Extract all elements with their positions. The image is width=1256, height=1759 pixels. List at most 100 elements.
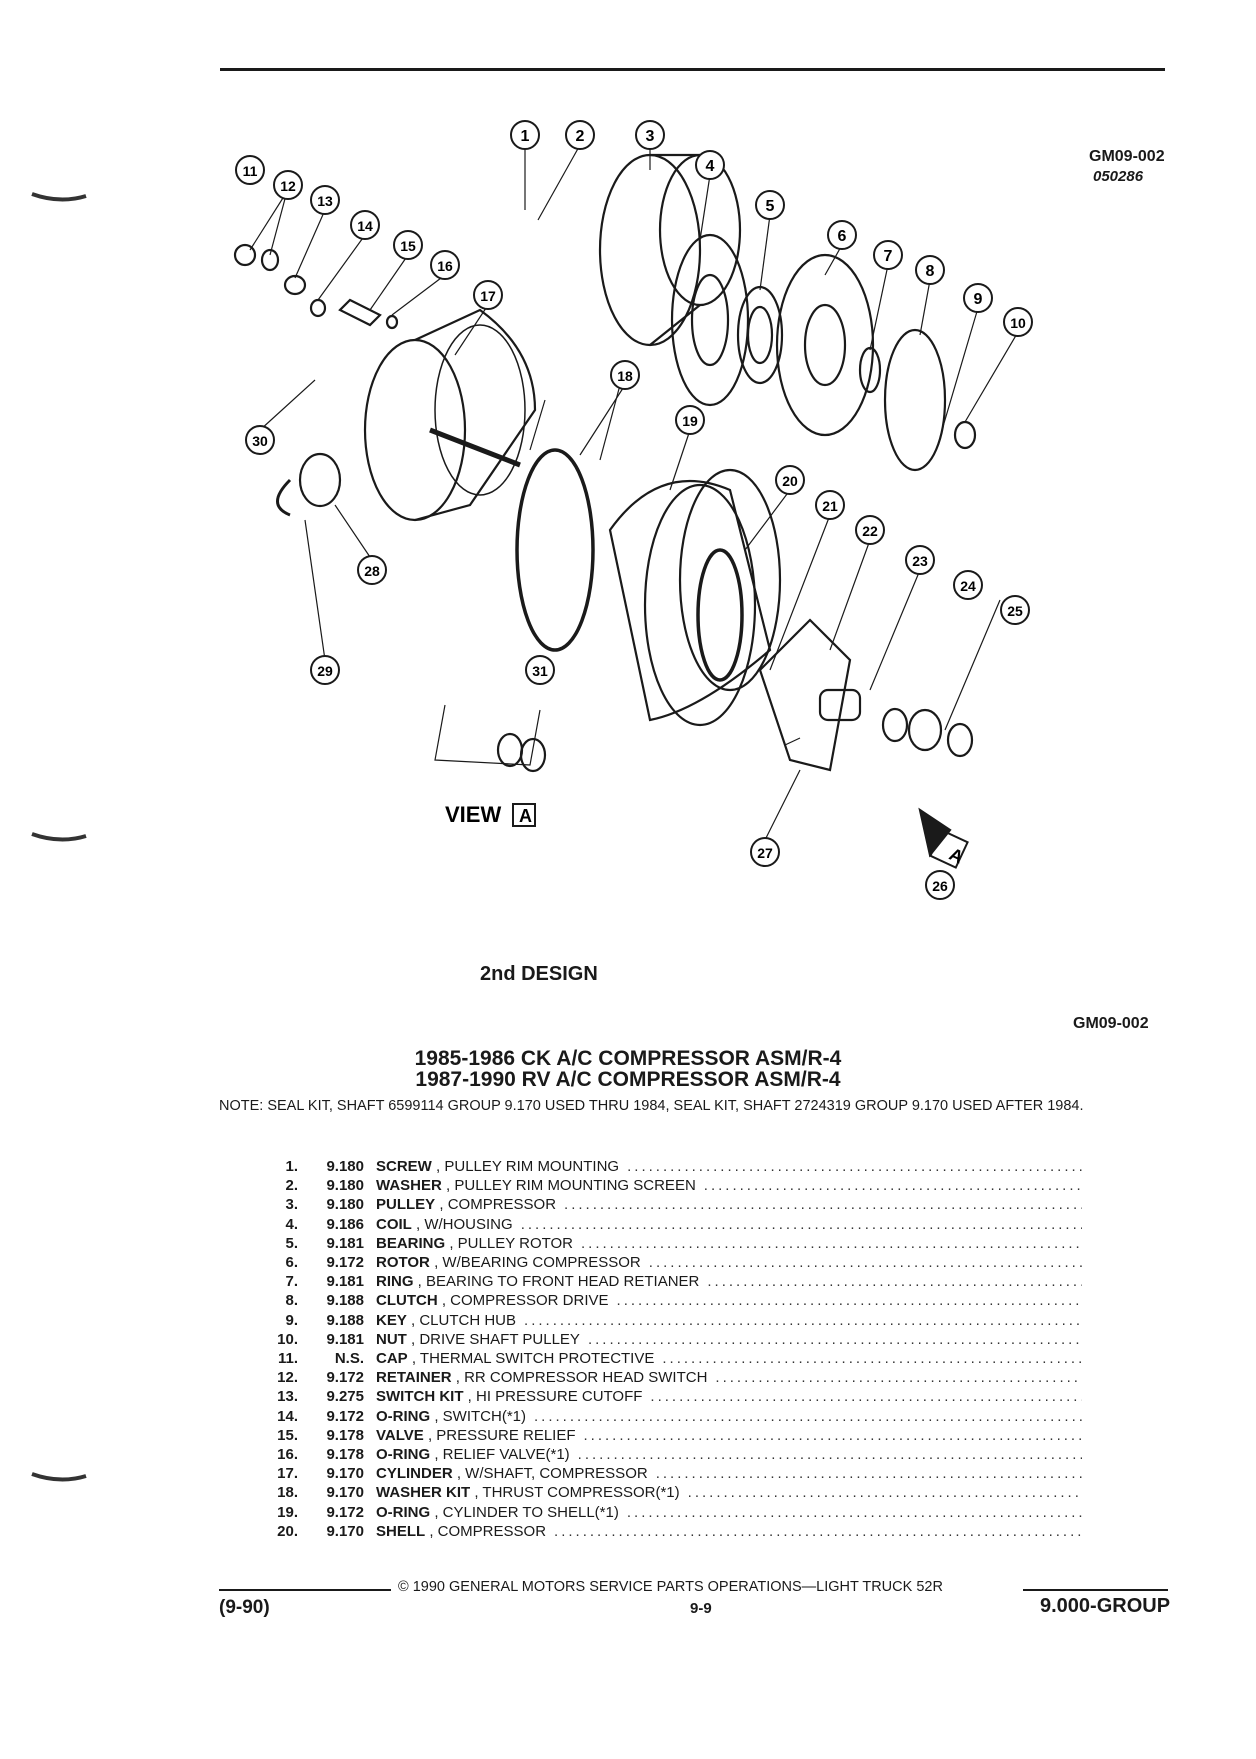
callout-circle: [695, 150, 725, 180]
callout-circle: [393, 230, 423, 260]
callout-number: 4: [706, 158, 715, 175]
part-group: 9.180: [326, 1158, 364, 1175]
callout-number: 16: [437, 258, 453, 274]
callout-number: 13: [317, 193, 333, 209]
part-description: , COMPRESSOR: [429, 1522, 547, 1540]
binder-mark: [31, 832, 87, 842]
leader-dots: ........................................…: [627, 1158, 1082, 1175]
part-number: 11.: [277, 1350, 298, 1368]
callout-number: 15: [400, 238, 416, 254]
callout-circle: [510, 120, 540, 150]
cylinder-body: [414, 308, 537, 522]
callout-number: 25: [1007, 603, 1023, 619]
part-description: , COMPRESSOR: [439, 1196, 557, 1214]
callout-number: 6: [838, 228, 847, 245]
ring-part: [858, 346, 882, 394]
part-name: SHELL: [376, 1522, 426, 1540]
part-number: 19.: [277, 1503, 298, 1521]
callout-circle: [310, 655, 340, 685]
part-number: 10.: [277, 1330, 298, 1348]
callout-circle: [953, 570, 983, 600]
callout-circle: [1000, 595, 1030, 625]
part-group: 9.181: [326, 1273, 364, 1291]
part-name: ROTOR: [376, 1254, 430, 1272]
callout-circle: [915, 255, 945, 285]
leader-dots: ........................................…: [648, 1254, 1082, 1272]
part-number: 8.: [285, 1292, 298, 1310]
callout-number: 20: [782, 473, 798, 489]
part-name: CAP: [376, 1350, 408, 1368]
callout-number: 5: [766, 198, 775, 215]
leader-dots: ........................................…: [662, 1350, 1082, 1368]
seal-kit-note: NOTE: SEAL KIT, SHAFT 6599114 GROUP 9.17…: [219, 1098, 1084, 1114]
part-number: 6.: [285, 1254, 298, 1272]
part-description: , PULLEY ROTOR: [449, 1234, 573, 1252]
part-name: CLUTCH: [376, 1292, 438, 1310]
part-group: 9.180: [326, 1177, 364, 1195]
part-description: , PULLEY RIM MOUNTING: [436, 1158, 620, 1175]
callout-circle: [873, 240, 903, 270]
part-name: O-RING: [376, 1446, 431, 1464]
part-name: CYLINDER: [376, 1465, 453, 1483]
callout-circle: [565, 120, 595, 150]
part-description: , W/BEARING COMPRESSOR: [434, 1254, 641, 1272]
part-number: 12.: [277, 1369, 298, 1387]
part-group: 9.186: [326, 1215, 364, 1233]
leader-dots: ........................................…: [616, 1292, 1082, 1310]
callout-number: 2: [576, 128, 585, 145]
binder-mark: [31, 1472, 87, 1482]
part-name: RING: [376, 1273, 414, 1291]
part-name: COIL: [376, 1215, 412, 1233]
part-description: , THRUST COMPRESSOR(*1): [474, 1484, 680, 1502]
diagram-code-bottom: GM09-002: [1073, 1015, 1149, 1032]
callout-number: 21: [822, 498, 838, 514]
part-number: 13.: [277, 1388, 298, 1406]
part-row: 11.N.S.CAP , THERMAL SWITCH PROTECTIVE..…: [262, 1349, 1082, 1368]
part-description: , HI PRESSURE CUTOFF: [467, 1388, 643, 1406]
part-number: 20.: [277, 1522, 298, 1540]
leader-dots: ........................................…: [577, 1446, 1082, 1464]
view-a-box: [512, 803, 536, 827]
group-number: 9.000-GROUP: [1040, 1595, 1171, 1617]
cylinder-part: [363, 338, 467, 522]
leader-dots: ........................................…: [534, 1407, 1082, 1425]
callout-number: 22: [862, 523, 878, 539]
leader-dots: ........................................…: [650, 1388, 1082, 1406]
callout-circle: [963, 283, 993, 313]
callout-circle: [815, 490, 845, 520]
part-group: 9.170: [326, 1484, 364, 1502]
part-row: 6. 9.172 ROTOR , W/BEARING COMPRESSOR.....…: [262, 1253, 1082, 1272]
copyright-text: © 1990 GENERAL MOTORS SERVICE PARTS OPER…: [398, 1579, 943, 1595]
callout-number: 23: [912, 553, 928, 569]
part-name: WASHER: [376, 1177, 442, 1195]
part-group: 9.178: [326, 1426, 364, 1444]
callout-circle: [430, 250, 460, 280]
rotor-part: [775, 253, 875, 437]
part-description: , RR COMPRESSOR HEAD SWITCH: [455, 1369, 708, 1387]
top-rule: [220, 68, 1165, 71]
leader-dots: ........................................…: [581, 1234, 1082, 1252]
part-group: 9.172: [326, 1254, 364, 1272]
view-a-label: VIEW: [445, 802, 501, 827]
part-description: , THERMAL SWITCH PROTECTIVE: [411, 1350, 655, 1368]
part-description: , BEARING TO FRONT HEAD RETIANER: [417, 1273, 700, 1291]
callout-number: 31: [532, 663, 548, 679]
bearing-part: [736, 285, 784, 385]
part-number: 17.: [277, 1465, 298, 1483]
callout-circle: [635, 120, 665, 150]
part-description: , W/HOUSING: [416, 1215, 513, 1233]
callout-circle: [473, 280, 503, 310]
callout-number: 1: [521, 128, 530, 145]
